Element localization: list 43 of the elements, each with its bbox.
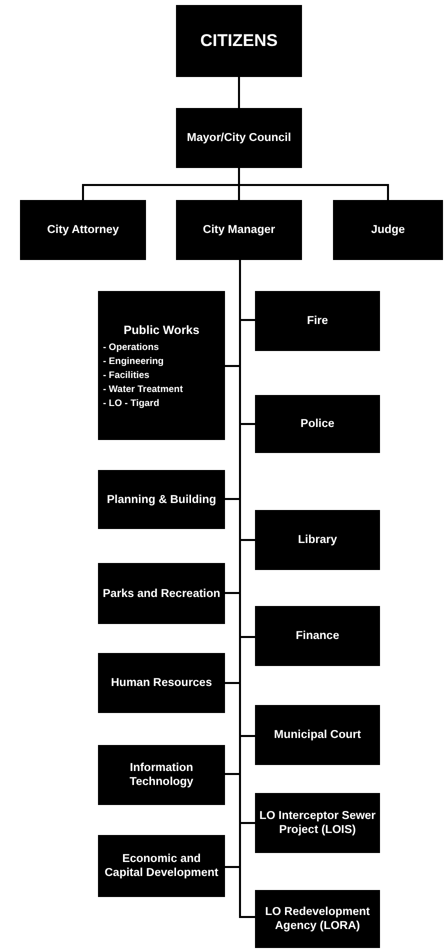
box-title: Municipal Court (274, 728, 361, 742)
box-title: Judge (371, 223, 405, 237)
org-box (176, 108, 302, 168)
list-item: - Operations (102, 342, 160, 352)
box-title: LO Interceptor Sewer Project (LOIS) (259, 809, 376, 837)
box-title: Human Resources (111, 676, 212, 690)
connector-line (238, 77, 240, 108)
box-title: Fire (306, 314, 328, 328)
org-box (255, 395, 380, 453)
org-box (255, 793, 380, 853)
org-box (255, 705, 380, 765)
org-box (98, 291, 225, 440)
box-title: Library (298, 533, 337, 547)
list-item: - Facilities (102, 370, 150, 380)
org-box (98, 470, 225, 529)
org-box (255, 606, 380, 666)
box-title: City Manager (202, 223, 276, 237)
org-box (255, 510, 380, 570)
box-title: CITIZENS (200, 31, 278, 51)
list-item: - Water Treatment (102, 384, 184, 394)
box-title: Mayor/City Council (186, 131, 292, 145)
box-title: Public Works (122, 322, 200, 336)
box-title: City Attorney (47, 223, 119, 237)
org-box (176, 5, 302, 77)
box-title: Police (300, 417, 334, 431)
box-title: Information Technology (128, 761, 194, 789)
org-box (98, 745, 225, 805)
box-title: Economic and Capital Development (104, 852, 220, 880)
org-box (176, 200, 302, 260)
box-title: Planning & Building (106, 492, 216, 506)
connector-line (238, 168, 389, 200)
box-title: Parks and Recreation (102, 586, 220, 600)
org-box (333, 200, 443, 260)
list-item: - Engineering (102, 356, 165, 366)
org-box (98, 835, 225, 897)
list-item: - LO - Tigard (102, 398, 160, 408)
box-title: Finance (296, 629, 340, 643)
box-title: LO Redevelopment Agency (LORA) (264, 905, 371, 933)
org-box (98, 653, 225, 713)
org-box (98, 563, 225, 624)
org-box (255, 890, 380, 948)
org-box (20, 200, 146, 260)
org-box (255, 291, 380, 351)
